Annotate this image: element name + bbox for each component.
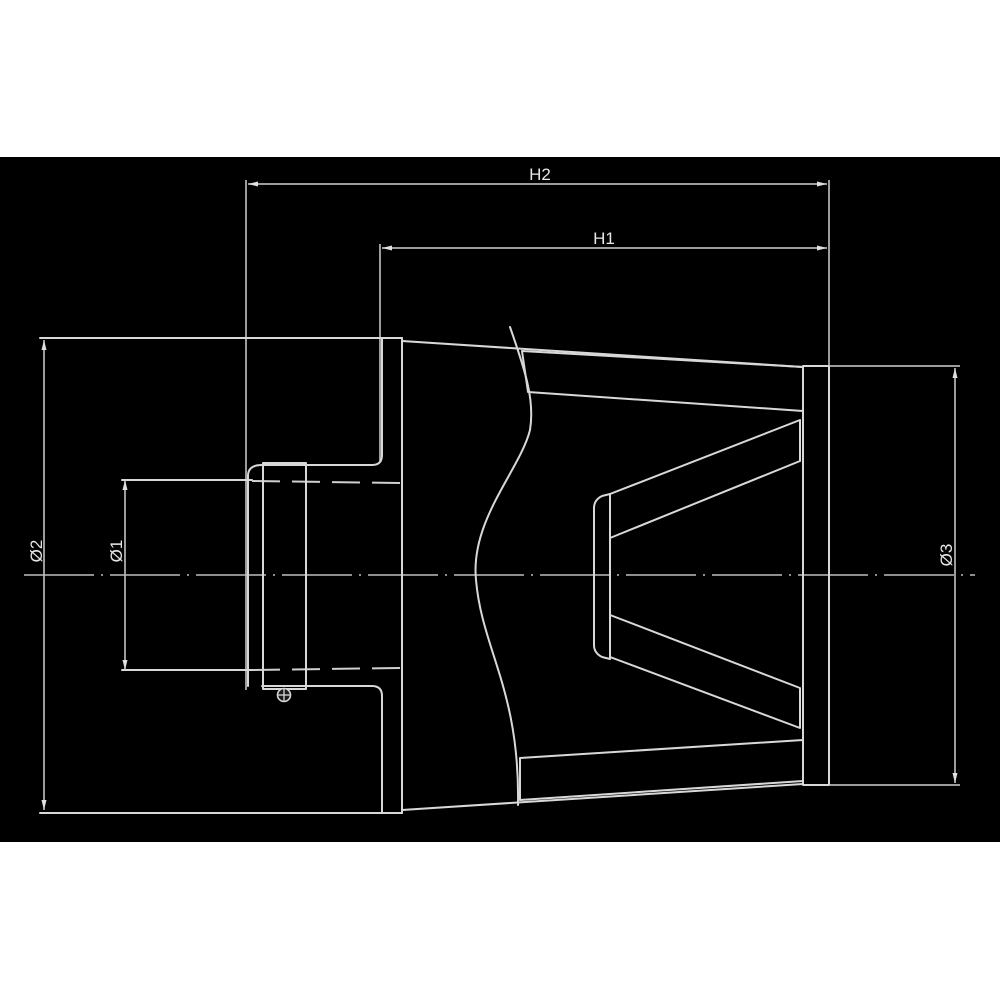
dimension-label-h2: H2	[529, 165, 551, 184]
dimension-label-d2: Ø2	[27, 540, 46, 563]
dimension-h2: H2	[245, 165, 830, 690]
hidden-line-top	[251, 480, 403, 484]
inner-cone-tip	[593, 493, 611, 660]
dimension-label-d1: Ø1	[107, 540, 126, 563]
screw-head-icon	[276, 687, 292, 703]
break-line	[474, 326, 533, 806]
hatched-wall-top	[521, 350, 804, 412]
end-cap-plate	[802, 365, 830, 786]
dimension-label-h1: H1	[593, 229, 615, 248]
inner-cone-top	[609, 419, 801, 539]
dimension-d3: Ø3	[830, 365, 960, 786]
inner-cone-bottom	[609, 614, 801, 729]
hidden-line-bottom	[251, 667, 403, 671]
dimension-label-d3: Ø3	[937, 544, 956, 567]
cone-outer-bottom	[401, 783, 804, 811]
dimension-h1: H1	[379, 229, 827, 462]
hatched-wall-bottom	[519, 739, 804, 801]
clamp-band	[262, 462, 307, 690]
flange-body	[39, 337, 403, 814]
drawing-canvas	[0, 157, 1000, 842]
